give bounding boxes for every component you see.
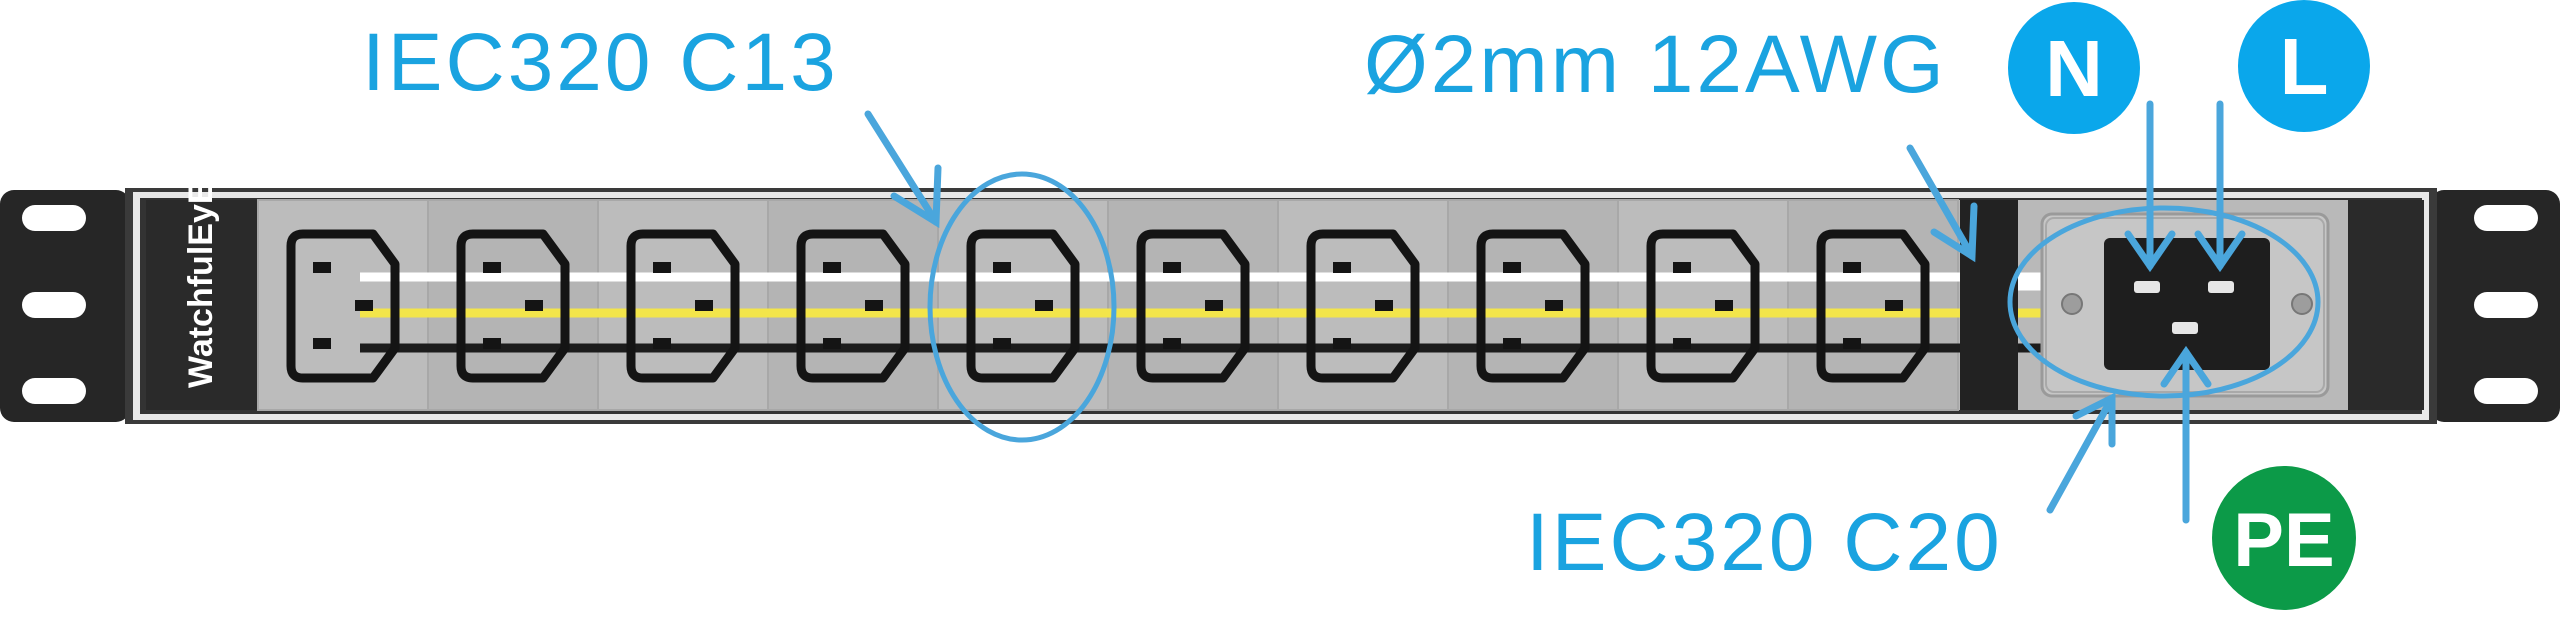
c13-neutral-slot — [1163, 262, 1181, 273]
c20-inlet — [2040, 212, 2330, 398]
c13-neutral-slot — [993, 262, 1011, 273]
c13-neutral-slot — [1503, 262, 1521, 273]
line-badge-label: L — [2280, 22, 2329, 111]
c13-neutral-slot — [653, 262, 671, 273]
c13-outlet-frame — [796, 229, 910, 383]
neutral-arrow — [2124, 100, 2176, 273]
c13-earth-slot — [1843, 338, 1861, 349]
c13-line-slot — [695, 300, 713, 311]
c13-outlet — [286, 229, 400, 383]
c13-line-slot — [1885, 300, 1903, 311]
c13-highlight-ellipse — [927, 171, 1117, 443]
c13-line-slot — [865, 300, 883, 311]
c13-earth-slot — [653, 338, 671, 349]
c13-label: IEC320 C13 — [362, 17, 839, 108]
c20-arrow — [2046, 392, 2116, 514]
c20-neutral-pin — [2134, 281, 2160, 293]
left-mounting-ear — [0, 190, 130, 422]
c13-line-slot — [525, 300, 543, 311]
c13-neutral-slot — [1333, 262, 1351, 273]
c13-neutral-slot — [483, 262, 501, 273]
c13-outlet-frame — [1816, 229, 1930, 383]
right-mounting-ear — [2430, 190, 2560, 422]
c13-earth-slot — [1673, 338, 1691, 349]
c13-outlets — [286, 229, 1930, 383]
c13-outlet-frame — [1136, 229, 1250, 383]
c13-outlet-frame — [456, 229, 570, 383]
earth-badge: PE — [2212, 466, 2356, 610]
brand-logo: WatchfulEyE — [182, 181, 220, 388]
earth-badge-label: PE — [2233, 498, 2334, 583]
c13-earth-slot — [1503, 338, 1521, 349]
c20-label: IEC320 C20 — [1526, 497, 2003, 588]
c13-neutral-slot — [1673, 262, 1691, 273]
c13-line-slot — [1205, 300, 1223, 311]
c13-earth-slot — [313, 338, 331, 349]
wire-arrow — [1906, 144, 1978, 263]
c13-line-slot — [1715, 300, 1733, 311]
c13-line-slot — [1035, 300, 1053, 311]
c13-earth-slot — [823, 338, 841, 349]
c20-earth-pin — [2172, 322, 2198, 334]
c13-neutral-slot — [313, 262, 331, 273]
callout-arrows — [864, 100, 2246, 524]
c13-neutral-slot — [823, 262, 841, 273]
neutral-badge: N — [2008, 2, 2140, 134]
c13-outlet-frame — [626, 229, 740, 383]
c13-outlet-frame — [1306, 229, 1420, 383]
c13-outlet-frame — [1646, 229, 1760, 383]
c13-outlet — [456, 229, 570, 383]
line-badge: L — [2238, 0, 2370, 132]
c13-outlet — [1136, 229, 1250, 383]
c13-outlet-frame — [286, 229, 400, 383]
neutral-badge-label: N — [2045, 24, 2103, 113]
c13-outlet — [1816, 229, 1930, 383]
c13-earth-slot — [1163, 338, 1181, 349]
c13-outlet — [966, 229, 1080, 383]
line-arrow — [2194, 100, 2246, 273]
c13-line-slot — [1375, 300, 1393, 311]
c13-line-slot — [355, 300, 373, 311]
c13-outlet-frame — [1476, 229, 1590, 383]
c13-outlet — [1646, 229, 1760, 383]
c20-highlight-ellipse — [2007, 205, 2321, 399]
c13-earth-slot — [1333, 338, 1351, 349]
c13-outlet — [1306, 229, 1420, 383]
c13-outlet — [626, 229, 740, 383]
earth-arrow — [2160, 345, 2212, 524]
c13-neutral-slot — [1843, 262, 1861, 273]
c13-outlet — [796, 229, 910, 383]
wire-gauge-label: Ø2mm 12AWG — [1364, 19, 1947, 110]
c13-outlet-frame — [966, 229, 1080, 383]
c13-earth-slot — [483, 338, 501, 349]
c13-line-slot — [1545, 300, 1563, 311]
c13-earth-slot — [993, 338, 1011, 349]
c13-arrow — [864, 110, 942, 229]
c13-outlet — [1476, 229, 1590, 383]
c20-line-pin — [2208, 281, 2234, 293]
